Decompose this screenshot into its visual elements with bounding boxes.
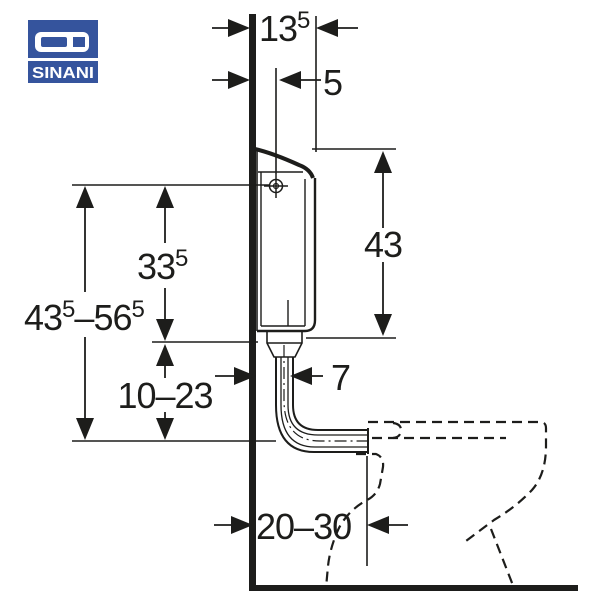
dimension-label: 5 — [323, 62, 342, 103]
flush-pipe — [275, 345, 371, 454]
arrow-down-icon — [374, 314, 392, 336]
arrow-right-icon — [231, 516, 253, 534]
toilet-bowl-outline — [324, 420, 548, 589]
cistern-outline — [254, 147, 317, 358]
dimension-label: 43 — [364, 224, 402, 265]
dimension-label: 10–23 — [117, 375, 212, 416]
dimension-bottom-to-pipe-axis: 10–23 — [117, 344, 214, 440]
bowl-leg — [489, 528, 516, 589]
arrow-up-icon — [156, 186, 174, 208]
arrow-left-icon — [279, 71, 301, 89]
dimension-wall-to-inlet: 20–30 — [214, 506, 408, 547]
arrow-up-icon — [76, 186, 94, 208]
arrow-down-icon — [156, 319, 174, 341]
dimension-label: 7 — [331, 357, 350, 398]
bowl-rim-top — [368, 420, 548, 542]
brand-logo: SINANI — [28, 20, 98, 83]
dimension-fixing-to-bottom: 335 — [137, 186, 189, 341]
inlet-socket-cap — [392, 421, 403, 440]
arrow-up-icon — [156, 344, 174, 366]
fixing-point-icon — [264, 174, 288, 198]
wall-line — [249, 14, 256, 591]
arrow-right-icon — [228, 71, 250, 89]
arrow-down-icon — [156, 418, 174, 440]
arrow-left-icon — [290, 367, 312, 385]
g-mark-icon — [28, 20, 98, 58]
dimension-label: 20–30 — [256, 506, 351, 547]
brand-banner — [28, 61, 98, 83]
pipe-centerline-icon — [283, 345, 371, 442]
dimension-cistern-height: 43 — [364, 151, 403, 336]
dimension-fixing-height-range: 435–565 — [24, 186, 145, 440]
arrow-left-icon — [367, 516, 389, 534]
arrow-left-icon — [316, 19, 338, 37]
arrow-down-icon — [76, 418, 94, 440]
arrow-up-icon — [374, 151, 392, 173]
dimension-wall-to-pipe: 7 — [215, 357, 351, 398]
brand-name: SINANI — [32, 65, 94, 82]
arrow-right-icon — [234, 367, 256, 385]
arrow-right-icon — [228, 19, 250, 37]
dimension-wall-to-fixing: 5 — [212, 62, 343, 103]
dimension-label: 135 — [259, 7, 310, 49]
reference-lines — [72, 16, 396, 566]
floor-line — [249, 585, 578, 591]
cistern-lid — [254, 147, 315, 179]
dimension-label: 335 — [137, 245, 188, 287]
bowl-trapway — [324, 452, 385, 589]
dimension-cistern-depth: 135 — [212, 7, 358, 49]
dimension-label: 435–565 — [24, 296, 144, 338]
